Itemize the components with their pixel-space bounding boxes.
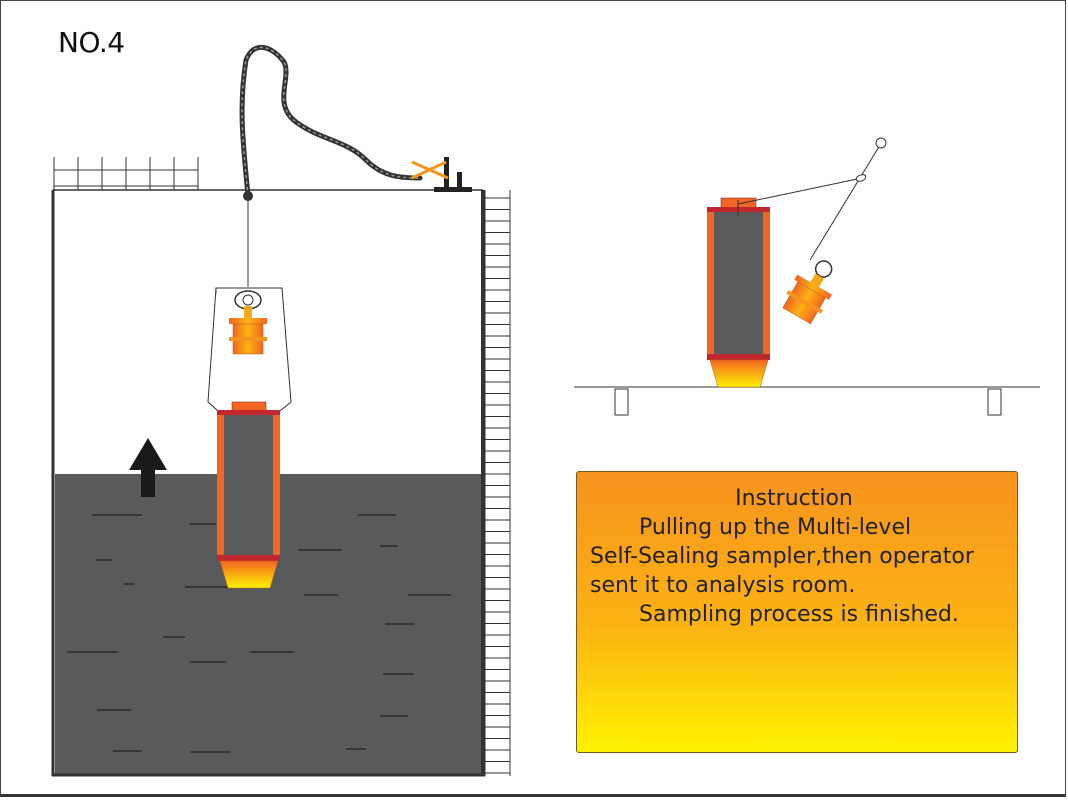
instruction-line: Self-Sealing sampler,then operator xyxy=(590,544,974,569)
tilted-weight xyxy=(782,260,833,325)
rope-knot xyxy=(243,191,253,201)
tank-railing xyxy=(53,157,199,190)
platform-scene xyxy=(574,137,1040,416)
rod-top-ring xyxy=(875,137,887,149)
rope-icon xyxy=(239,45,423,199)
platform-support-right xyxy=(987,388,1002,416)
instruction-line: sent it to analysis room. xyxy=(590,573,856,598)
upper-weight xyxy=(229,290,267,355)
rod xyxy=(809,144,881,261)
main-sampler-left xyxy=(217,401,280,589)
platform-support-left xyxy=(614,388,629,416)
up-arrow-icon xyxy=(129,438,167,497)
main-sampler-right xyxy=(707,197,770,388)
water-ripples xyxy=(67,514,451,753)
step-label: NO.4 xyxy=(58,26,125,59)
instruction-line: Sampling process is finished. xyxy=(639,602,959,627)
instruction-line: Pulling up the Multi-level xyxy=(639,515,912,540)
instruction-title: Instruction xyxy=(735,486,853,511)
instruction-box: Instruction Pulling up the Multi-level S… xyxy=(576,471,1018,753)
ladder xyxy=(484,190,511,776)
clamp-icon xyxy=(411,157,472,192)
rod-mid-ring xyxy=(855,174,867,182)
tank xyxy=(51,157,511,777)
